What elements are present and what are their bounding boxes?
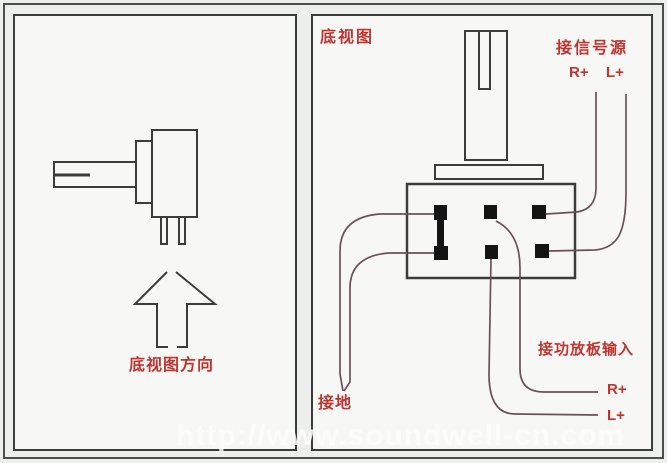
pin-bottom-right xyxy=(535,244,549,258)
watermark-url: http://www.soundwell-cn.com xyxy=(176,419,626,452)
shaft-slot xyxy=(478,32,491,90)
signal-source-label: 接信号源 xyxy=(556,40,629,57)
wire-signal-r xyxy=(545,92,597,215)
pin-bottom-left xyxy=(434,246,448,260)
mounting-plate xyxy=(434,164,544,180)
pot-body-side xyxy=(151,129,198,218)
ground-label: 接地 xyxy=(318,395,353,412)
up-arrow-icon xyxy=(132,271,168,348)
amp-input-label: 接功放板输入 xyxy=(538,341,635,358)
up-arrow-icon xyxy=(175,271,218,348)
wire-signal-l xyxy=(548,94,627,252)
pin-top-middle xyxy=(484,205,497,219)
pot-shaft-bottom xyxy=(464,30,508,161)
pin-bottom-middle xyxy=(485,245,498,259)
wire-amp-l xyxy=(488,258,599,416)
wire-ground-top xyxy=(339,213,434,392)
pin-jumper-bar xyxy=(437,219,444,247)
signal-l-label: L+ xyxy=(606,64,624,81)
wire-ground-bottom xyxy=(343,252,434,392)
amp-r-label: R+ xyxy=(607,381,627,398)
side-view-panel: 底视图方向 xyxy=(13,14,297,451)
pin-top-right xyxy=(532,205,546,219)
bottom-view-panel: 底视图 接信号源 R+ L+ 接功放板输入 R+ L+ 接地 xyxy=(311,14,653,451)
wire-amp-r xyxy=(495,220,598,393)
pot-pin xyxy=(178,216,186,245)
amp-l-label: L+ xyxy=(607,407,625,424)
pot-pin xyxy=(160,216,168,245)
bottom-view-direction-label: 底视图方向 xyxy=(129,357,215,374)
bottom-view-drawing xyxy=(339,30,627,416)
pot-bushing xyxy=(135,140,153,204)
signal-r-label: R+ xyxy=(569,64,589,81)
pin-top-left xyxy=(434,205,447,220)
bottom-view-title: 底视图 xyxy=(320,29,375,46)
side-view-drawing xyxy=(53,129,218,348)
